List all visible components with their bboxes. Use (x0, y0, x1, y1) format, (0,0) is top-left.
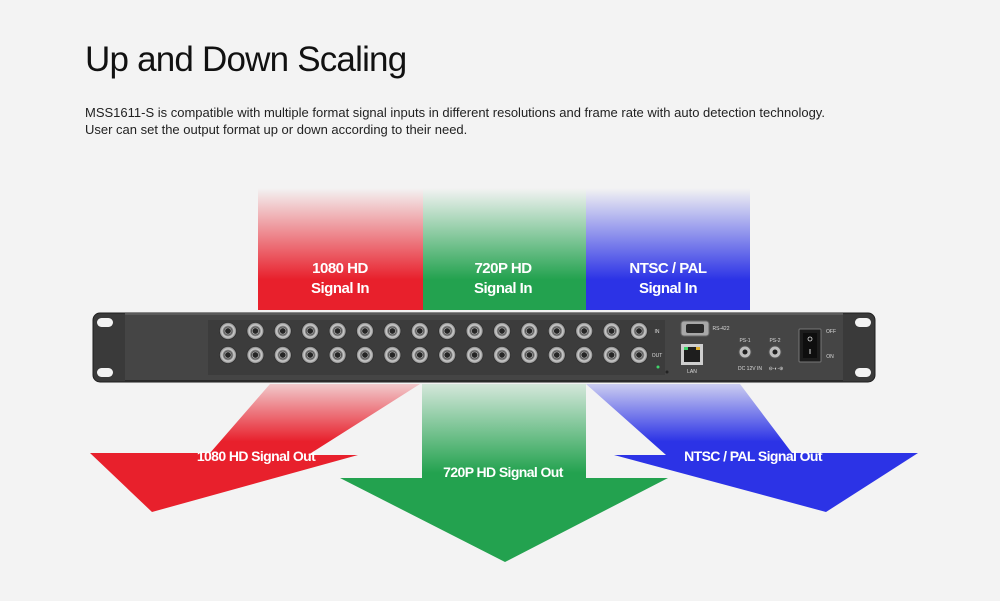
input-label-720p-line2: Signal In (474, 280, 532, 297)
reset-hole (665, 370, 669, 374)
input-label-ntsc-line2: Signal In (639, 280, 697, 297)
mss1611s-device: IN OUT RS-422 LAN PS-1 PS-2 DC 12V IN ⊖-… (92, 312, 876, 383)
description: MSS1611-S is compatible with multiple fo… (85, 104, 845, 138)
bnc-pin (635, 351, 643, 359)
description-line-1: MSS1611-S is compatible with multiple fo… (85, 105, 825, 120)
bnc-pin (388, 351, 396, 359)
rack-hole (97, 368, 113, 377)
bnc-pin (279, 327, 287, 335)
bnc-pin (443, 327, 451, 335)
polarity-icon: ⊖-◐-⊕ (769, 366, 784, 372)
bnc-pin (361, 351, 369, 359)
rack-hole (855, 368, 871, 377)
bnc-pin (251, 327, 259, 335)
output-arrow-720p (340, 384, 668, 562)
bnc-pin (416, 327, 424, 335)
bnc-pin (580, 327, 588, 335)
bnc-ports (219, 322, 648, 364)
output-arrow-1080hd (90, 384, 420, 512)
label-rs422: RS-422 (713, 326, 730, 332)
bnc-pin (279, 351, 287, 359)
output-arrow-ntsc-pal (586, 384, 918, 512)
bnc-pin (553, 351, 561, 359)
output-label-ntsc-pal: NTSC / PAL Signal Out (684, 448, 823, 464)
bnc-pin (334, 351, 342, 359)
bnc-pin (525, 327, 533, 335)
bnc-pin (498, 351, 506, 359)
label-out: OUT (652, 353, 663, 359)
label-ps2: PS-2 (769, 338, 780, 344)
rack-hole (97, 318, 113, 327)
output-label-1080hd: 1080 HD Signal Out (197, 448, 316, 464)
rack-hole (855, 318, 871, 327)
bnc-pin (334, 327, 342, 335)
status-led (656, 365, 660, 369)
bnc-pin (471, 327, 479, 335)
bnc-pin (471, 351, 479, 359)
description-line-2: User can set the output format up or dow… (85, 122, 468, 137)
label-in: IN (655, 329, 660, 335)
input-label-ntsc-line1: NTSC / PAL (629, 260, 707, 277)
label-ps1: PS-1 (739, 338, 750, 344)
bnc-pin (525, 351, 533, 359)
input-band-ntsc-pal (586, 188, 750, 310)
bnc-pin (361, 327, 369, 335)
bnc-pin (443, 351, 451, 359)
input-label-1080hd-line1: 1080 HD (312, 260, 368, 277)
page-title: Up and Down Scaling (85, 40, 407, 79)
label-lan: LAN (687, 369, 697, 375)
bnc-pin (580, 351, 588, 359)
input-band-720p (423, 188, 586, 310)
label-dc: DC 12V IN (738, 366, 762, 372)
bnc-pin (416, 351, 424, 359)
bnc-pin (608, 351, 616, 359)
bnc-pin (224, 351, 232, 359)
bnc-pin (306, 327, 314, 335)
bnc-pin (635, 327, 643, 335)
bnc-pin (608, 327, 616, 335)
bnc-pin (306, 351, 314, 359)
bnc-pin (224, 327, 232, 335)
bnc-pin (251, 351, 259, 359)
output-label-720p: 720P HD Signal Out (443, 464, 564, 480)
input-label-1080hd-line2: Signal In (311, 280, 369, 297)
label-off: OFF (826, 329, 836, 335)
bnc-pin (498, 327, 506, 335)
input-label-720p-line1: 720P HD (474, 260, 532, 277)
bnc-pin (553, 327, 561, 335)
bnc-pin (388, 327, 396, 335)
label-on: ON (826, 354, 834, 360)
input-band-1080hd (258, 188, 423, 310)
